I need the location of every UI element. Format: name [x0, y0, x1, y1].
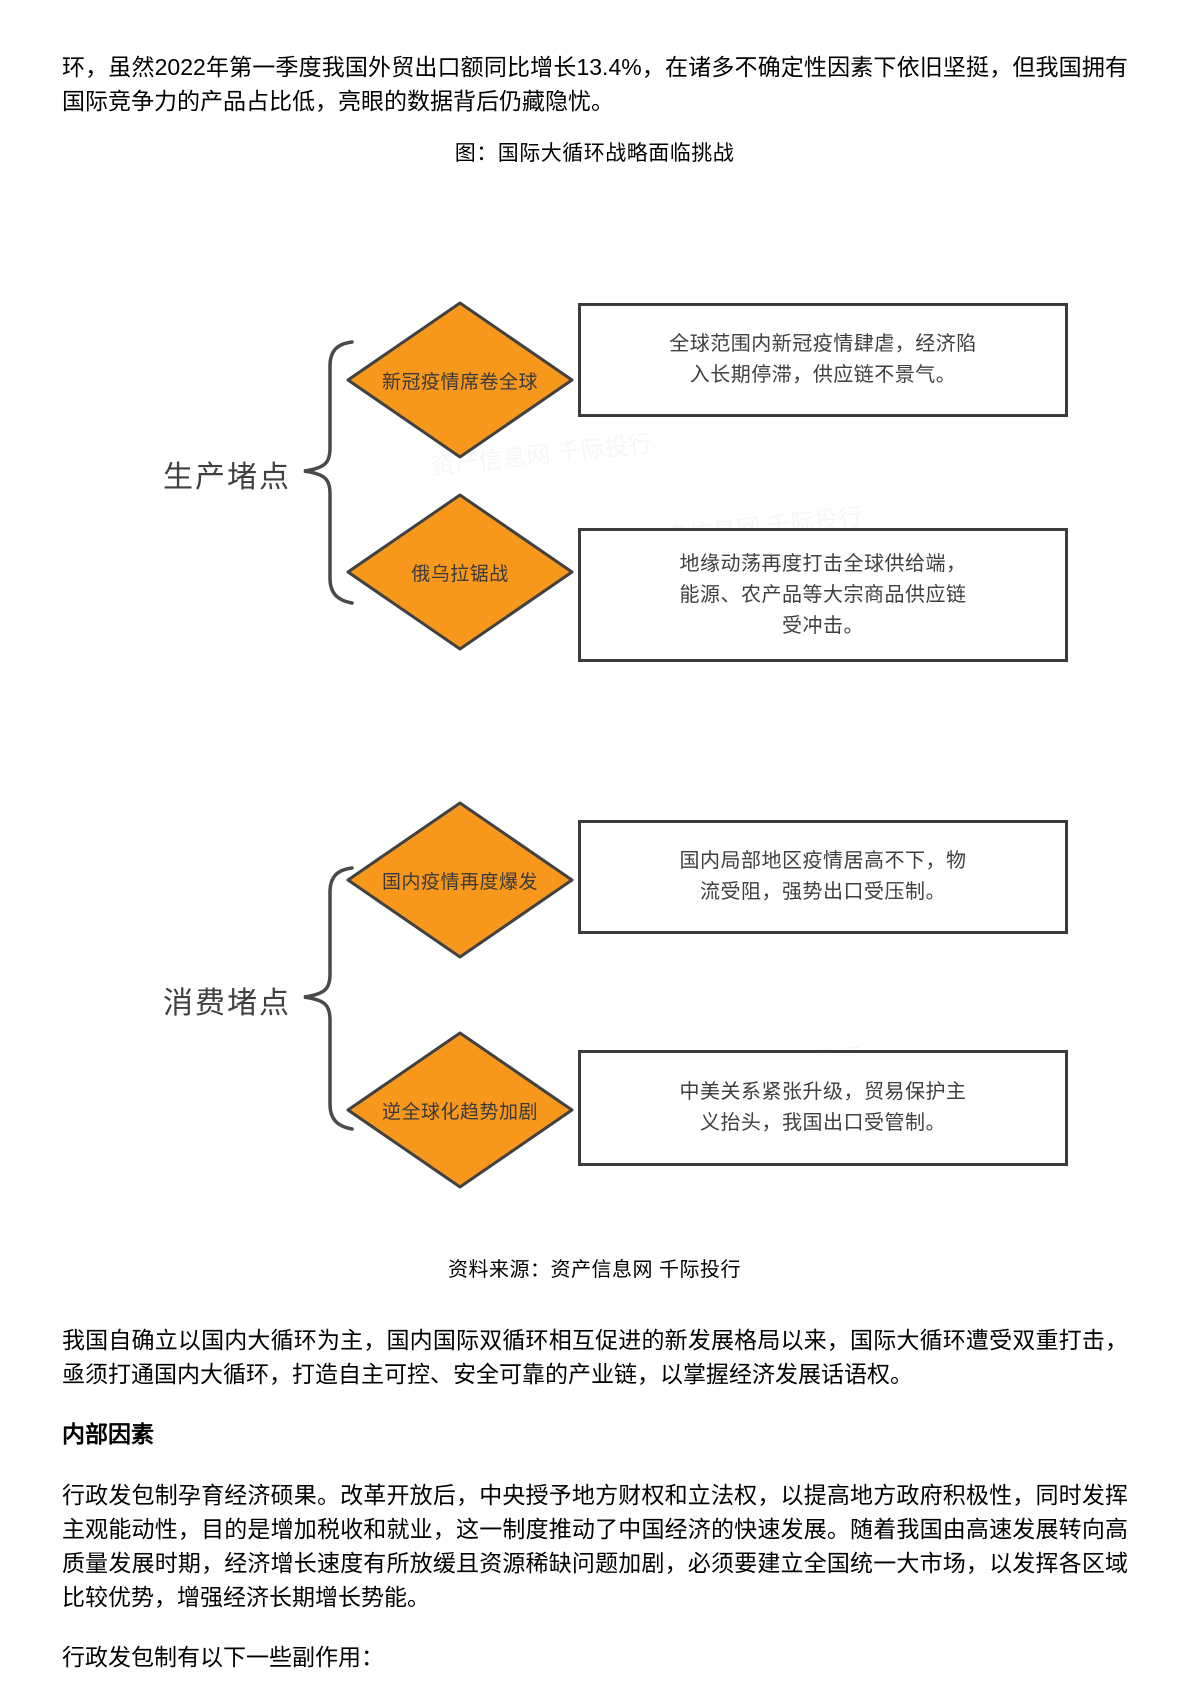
- diamond-shape-icon: [346, 493, 574, 651]
- intro-paragraph: 环，虽然2022年第一季度我国外贸出口额同比增长13.4%，在诸多不确定性因素下…: [62, 54, 1128, 114]
- group-label-production: 生产堵点: [163, 461, 291, 494]
- section-heading-internal-factors: 内部因素: [62, 1421, 154, 1447]
- paragraph-side-effects-lead: 行政发包制有以下一些副作用：: [62, 1644, 384, 1670]
- desc-box-deglobalization: 中美关系紧张升级，贸易保护主 义抬头，我国出口受管制。: [578, 1050, 1068, 1166]
- diamond-shape-icon: [346, 301, 574, 459]
- diamond-shape-icon: [346, 1031, 574, 1189]
- diamond-shape-icon: [346, 801, 574, 959]
- group-label-consumption: 消费堵点: [163, 987, 291, 1020]
- node-russia-ukraine: 俄乌拉锯战: [345, 492, 575, 652]
- desc-box-covid-global: 全球范围内新冠疫情肆虐，经济陷 入长期停滞，供应链不景气。: [578, 303, 1068, 417]
- node-label: 新冠疫情席卷全球: [381, 371, 538, 393]
- desc-box-russia-ukraine: 地缘动荡再度打击全球供给端， 能源、农产品等大宗商品供应链 受冲击。: [578, 528, 1068, 662]
- desc-box-domestic-covid: 国内局部地区疫情居高不下，物 流受阻，强势出口受压制。: [578, 820, 1068, 934]
- source-note: 资料来源：资产信息网 千际投行: [447, 1259, 742, 1281]
- node-label: 国内疫情再度爆发: [381, 871, 538, 893]
- node-label: 俄乌拉锯战: [411, 563, 509, 585]
- figure-title: 图：国际大循环战略面临挑战: [454, 142, 735, 165]
- node-label: 逆全球化趋势加剧: [381, 1101, 538, 1123]
- node-deglobalization: 逆全球化趋势加剧: [345, 1030, 575, 1190]
- challenges-diagram: 资产信息网 千际投行 资产信息网 千际投行 资产信息网 千际投行 生产堵点 消费…: [0, 190, 1189, 1220]
- node-covid-global: 新冠疫情席卷全球: [345, 300, 575, 460]
- node-domestic-covid: 国内疫情再度爆发: [345, 800, 575, 960]
- paragraph-admin-contracting: 行政发包制孕育经济硕果。改革开放后，中央授予地方财权和立法权，以提高地方政府积极…: [62, 1482, 1128, 1610]
- paragraph-dual-circulation: 我国自确立以国内大循环为主，国内国际双循环相互促进的新发展格局以来，国际大循环遭…: [62, 1327, 1128, 1387]
